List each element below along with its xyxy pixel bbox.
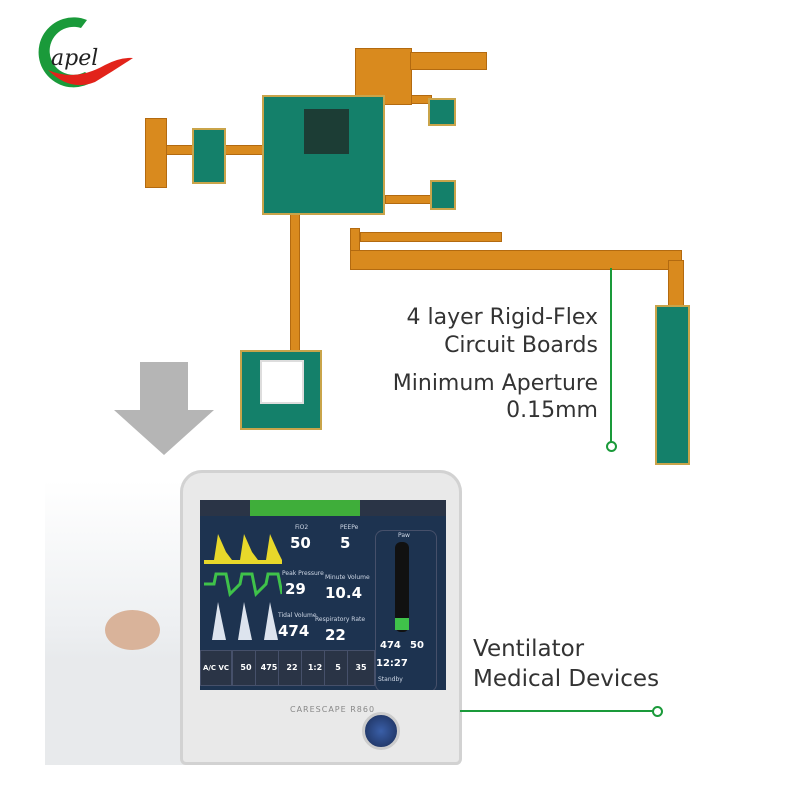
reading-label: Peak Pressure — [282, 570, 324, 577]
clock: 12:27 — [376, 658, 408, 669]
pcb-title-line2: Circuit Boards — [444, 333, 598, 358]
svg-text:apel: apel — [51, 46, 98, 71]
reading-label: Minute Volume — [325, 574, 370, 581]
pcb-title-line1: 4 layer Rigid-Flex — [406, 305, 599, 330]
pcb-spec-line1: Minimum Aperture — [392, 371, 598, 396]
control-knob[interactable] — [362, 712, 400, 750]
down-arrow-icon — [114, 362, 214, 455]
reading-value: 29 — [285, 580, 306, 598]
reading-value: 10.4 — [325, 584, 363, 602]
waveforms — [204, 534, 282, 640]
mode-button[interactable]: A/C VC — [200, 650, 232, 686]
patient-photo — [45, 480, 195, 765]
reading-value: 22 — [325, 626, 346, 644]
standby-button[interactable]: Standby — [378, 676, 403, 683]
reading-value: 5 — [340, 534, 351, 552]
gauge-label: Paw — [398, 532, 410, 539]
setting-button[interactable]: 35 — [347, 650, 375, 686]
reading-label: FiO2 — [295, 524, 309, 531]
reading-value: 474 — [278, 622, 310, 640]
ventilator-screen: Paw 474 50 FiO2 50 PEEPe 5 Peak Pressure… — [200, 500, 446, 690]
reading-label: Respiratory Rate — [315, 616, 366, 623]
pcb-callout-dot — [606, 441, 617, 452]
application-line1: Ventilator — [473, 636, 585, 662]
ventilator-callout-line — [460, 710, 653, 712]
reading-label: PEEPe — [340, 524, 359, 531]
pcb-callout-line — [610, 268, 612, 444]
ventilator-brand: CARESCAPE R860 — [290, 705, 376, 714]
application-line2: Medical Devices — [473, 666, 660, 692]
gauge-vt: 474 — [380, 640, 401, 651]
gauge-fio2: 50 — [410, 640, 424, 651]
reading-value: 50 — [290, 534, 311, 552]
pcb-spec-line2: 0.15mm — [506, 398, 598, 423]
capel-logo: apel — [38, 17, 133, 88]
reading-label: Tidal Volume — [278, 612, 317, 619]
ventilator-callout-dot — [652, 706, 663, 717]
